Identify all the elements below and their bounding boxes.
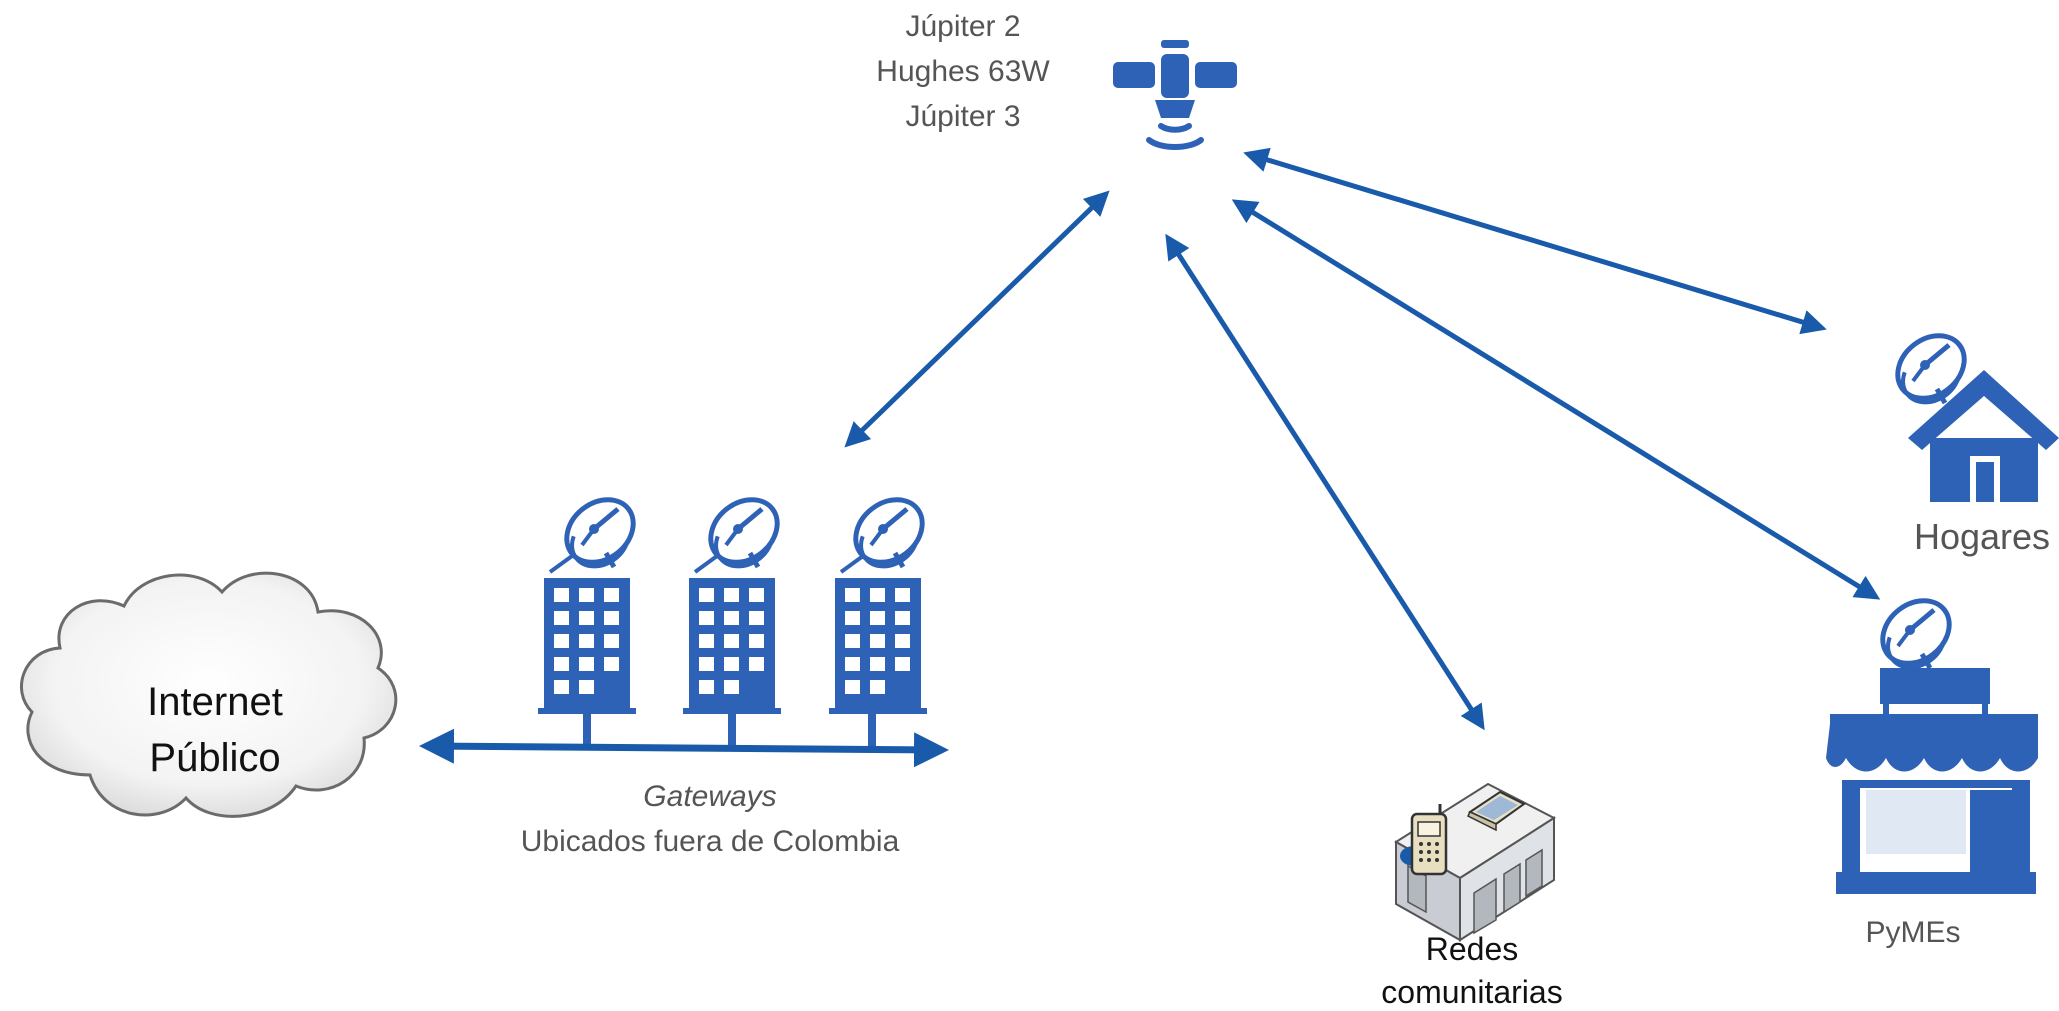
redes-label-line2: comunitarias	[1381, 974, 1562, 1010]
community-center-icon	[1394, 782, 1557, 942]
link-pymes	[1231, 199, 1881, 600]
link-hogares	[1243, 147, 1827, 335]
link-gateways	[844, 190, 1110, 448]
gateways-subtitle: Ubicados fuera de Colombia	[521, 825, 900, 858]
storefront-icon	[1826, 588, 2038, 894]
satellite-name-1: Júpiter 2	[905, 10, 1020, 43]
redes-label-line1: Redes	[1426, 931, 1519, 967]
gateway-building-1	[536, 487, 646, 746]
satellite-name-3: Júpiter 3	[905, 100, 1020, 133]
cloud-label-line1: Internet	[147, 680, 283, 724]
satellite-icon	[1113, 40, 1237, 151]
pymes-label: PyMEs	[1865, 916, 1960, 949]
gateway-building-2	[681, 487, 790, 746]
house-icon	[1885, 323, 2059, 502]
cloud-label-line2: Público	[149, 736, 280, 780]
gateway-backbone-arrow	[419, 728, 949, 768]
hogares-label: Hogares	[1914, 516, 2050, 557]
gateways-title: Gateways	[643, 780, 776, 813]
gateway-building-3	[827, 487, 935, 746]
satellite-name-2: Hughes 63W	[876, 55, 1050, 88]
cloud-icon	[20, 571, 398, 818]
satellite-links	[844, 147, 1881, 731]
link-redes	[1165, 233, 1485, 731]
